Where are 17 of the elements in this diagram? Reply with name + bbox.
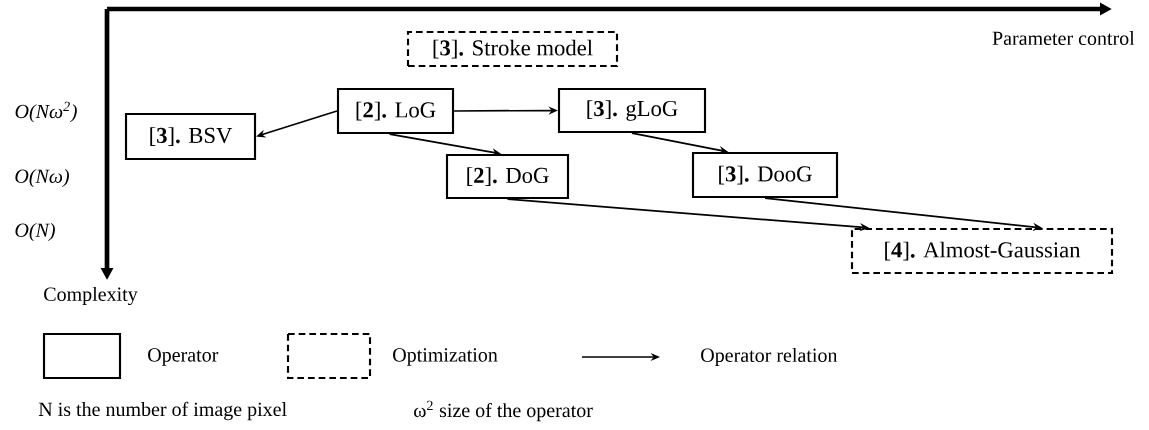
operator-box: [3]. gLoG [557, 87, 707, 134]
note-text: N is the number of image pixel [38, 401, 287, 421]
operator-box: [3]. BSV [124, 112, 257, 161]
axis-label: Parameter control [992, 31, 1135, 46]
complexity-label: O(Nω) [15, 168, 69, 188]
operator-box: [2]. DoG [445, 153, 570, 200]
complexity-label: O(Nω$^{2}$) [15, 101, 77, 123]
axis-label: Complexity [44, 286, 138, 306]
legend-text: Operator relation [701, 347, 838, 367]
legend-text: Optimization [393, 348, 498, 366]
complexity-label: O(N) [15, 222, 55, 242]
optimization-box: [3]. Stroke model [406, 30, 619, 68]
legend-text: Operator [148, 348, 219, 366]
optimization-box: [4]. Almost-Gaussian [850, 227, 1114, 275]
operator-box: [2]. LoG [336, 87, 455, 135]
operator-box: [3]. DooG [691, 151, 839, 199]
note-text: ω$^{2}$ size of the operator [414, 400, 593, 422]
